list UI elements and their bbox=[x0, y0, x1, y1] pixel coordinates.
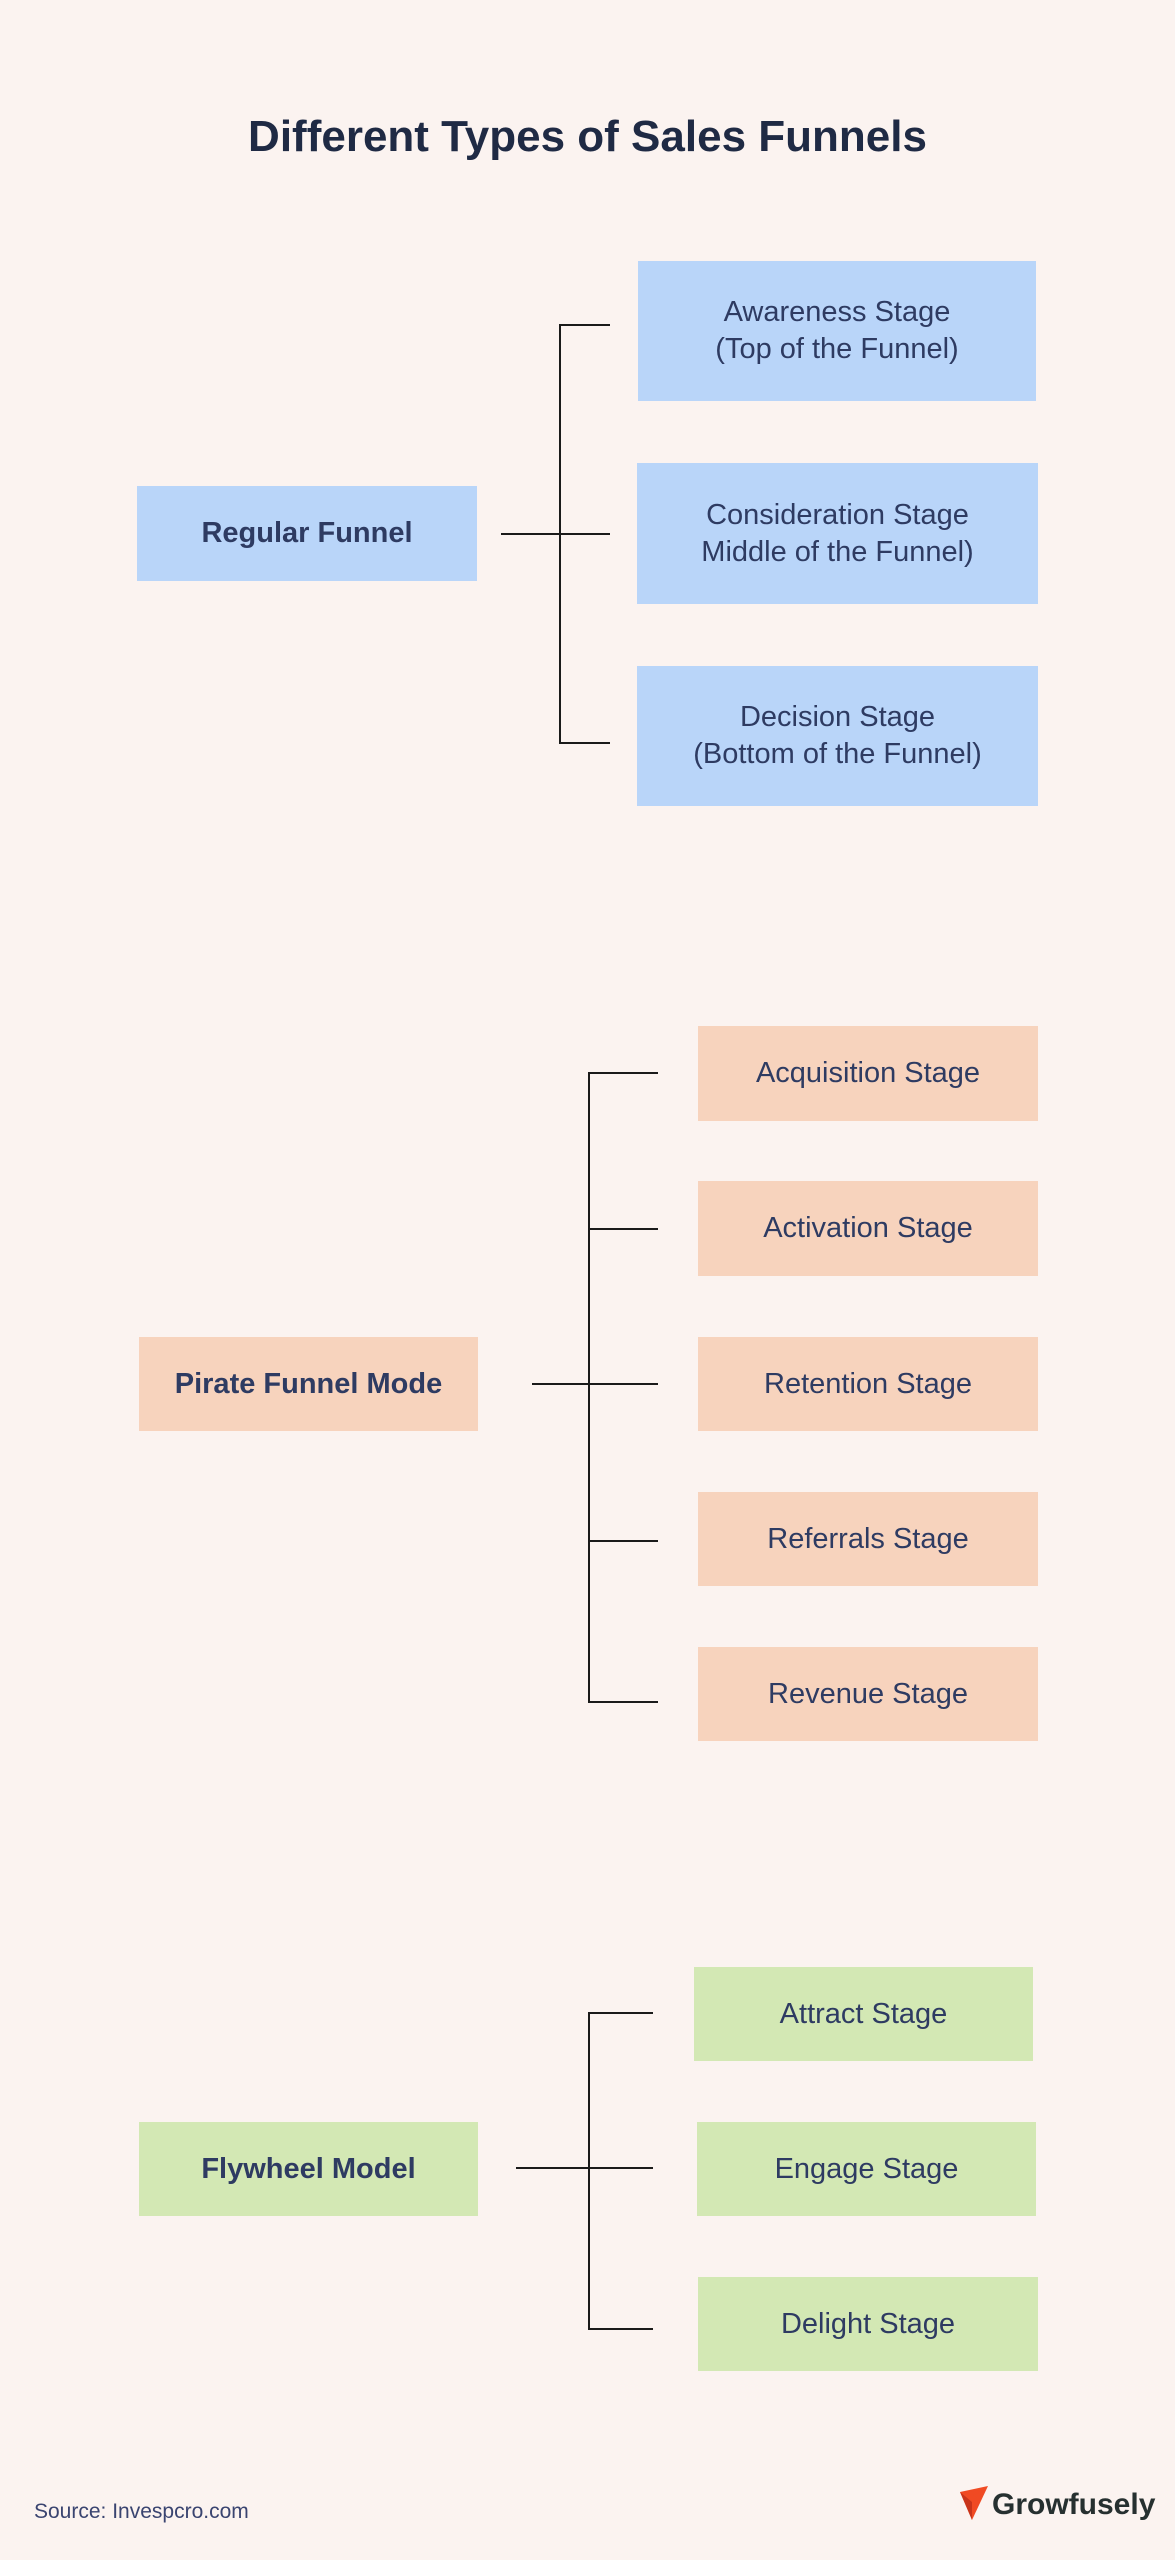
connector-line bbox=[559, 325, 561, 744]
connector-line bbox=[588, 1072, 590, 1703]
connector-line bbox=[588, 1540, 658, 1542]
stage-box-engage: Engage Stage bbox=[697, 2122, 1036, 2216]
connector-line bbox=[588, 1072, 658, 1074]
regular-funnel-box: Regular Funnel bbox=[137, 486, 477, 581]
connector-line bbox=[588, 2012, 590, 2330]
stage-box-referrals: Referrals Stage bbox=[698, 1492, 1038, 1586]
pirate-funnel-box: Pirate Funnel Mode bbox=[139, 1337, 478, 1431]
connector-line bbox=[588, 2328, 653, 2330]
page-title: Different Types of Sales Funnels bbox=[248, 112, 927, 161]
connector-line bbox=[532, 1383, 658, 1385]
stage-box-activation: Activation Stage bbox=[698, 1181, 1038, 1276]
stage-box-retention: Retention Stage bbox=[698, 1337, 1038, 1431]
connector-line bbox=[588, 1228, 658, 1230]
stage-box-awareness: Awareness Stage (Top of the Funnel) bbox=[638, 261, 1036, 401]
flywheel-model-box: Flywheel Model bbox=[139, 2122, 478, 2216]
connector-line bbox=[559, 742, 610, 744]
stage-box-acquisition: Acquisition Stage bbox=[698, 1026, 1038, 1121]
stage-box-revenue: Revenue Stage bbox=[698, 1647, 1038, 1741]
paper-plane-icon bbox=[960, 2486, 988, 2520]
connector-line bbox=[501, 533, 610, 535]
logo-text: Growfusely bbox=[992, 2488, 1156, 2521]
connector-line bbox=[588, 1701, 658, 1703]
stage-box-delight: Delight Stage bbox=[698, 2277, 1038, 2371]
connector-line bbox=[516, 2167, 653, 2169]
stage-box-decision: Decision Stage (Bottom of the Funnel) bbox=[637, 666, 1038, 806]
connector-line bbox=[559, 324, 610, 326]
source-text: Source: Invespcro.com bbox=[34, 2500, 249, 2523]
stage-box-attract: Attract Stage bbox=[694, 1967, 1033, 2061]
stage-box-consideration: Consideration Stage Middle of the Funnel… bbox=[637, 463, 1038, 604]
connector-line bbox=[588, 2012, 653, 2014]
growfusely-logo: Growfusely bbox=[960, 2486, 1155, 2522]
